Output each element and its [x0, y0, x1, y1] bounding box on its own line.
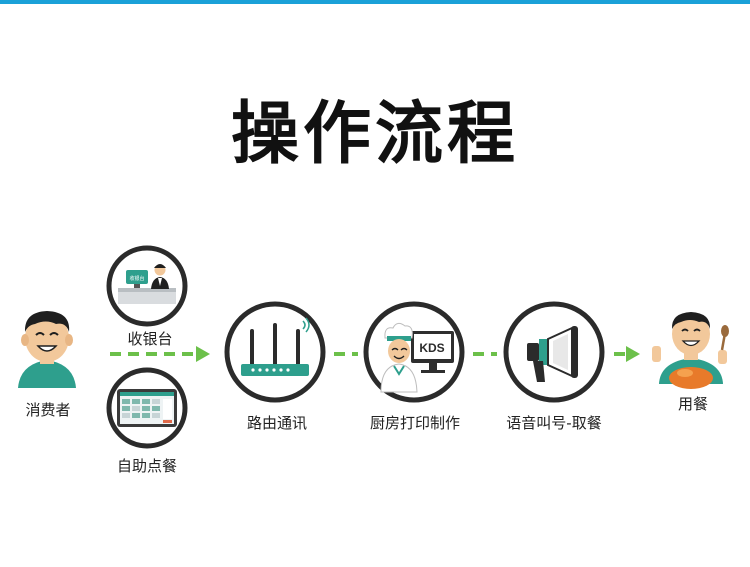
node-label-kitchen: 厨房打印制作	[369, 414, 461, 432]
node-label-self-order: 自助点餐	[116, 457, 178, 475]
node-label-consumer: 消费者	[25, 401, 71, 419]
consumer-icon	[18, 311, 76, 388]
top-accent-bar	[0, 0, 750, 4]
node-label-cashier: 收银台	[127, 330, 173, 348]
node-label-router: 路由通讯	[246, 414, 308, 432]
kds-screen-text: KDS	[419, 341, 444, 355]
node-label-dine: 用餐	[677, 395, 709, 413]
cashier-sign-text: 收银台	[129, 275, 144, 282]
self-order-kiosk-icon	[106, 367, 188, 449]
node-label-voice-call: 语音叫号-取餐	[506, 414, 602, 432]
kitchen-chef-kds-icon: KDS	[363, 301, 465, 403]
flow-arrow-1	[110, 346, 210, 362]
router-icon	[224, 301, 326, 403]
megaphone-icon	[503, 301, 605, 403]
page-title: 操作流程	[230, 95, 519, 174]
dining-person-icon	[652, 312, 729, 389]
cashier-icon: 收银台	[106, 245, 188, 327]
flow-arrow-4	[614, 346, 640, 362]
